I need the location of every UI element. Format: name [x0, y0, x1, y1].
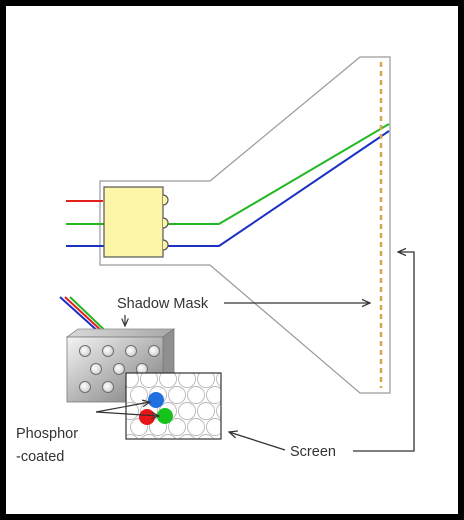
crt-tube-outline	[99, 56, 391, 394]
red-phosphor-dot	[139, 409, 155, 425]
green-phosphor-dot	[157, 408, 173, 424]
phosphor-dot-grid-icon	[125, 372, 222, 440]
screen-arrow	[229, 432, 286, 451]
electron-gun-icon	[103, 186, 169, 258]
phosphor-arrow-blue	[95, 402, 150, 413]
shadow-mask-label: Shadow Mask	[117, 296, 209, 312]
blue-phosphor-dot	[148, 392, 164, 408]
phosphor-label-line2: -coated	[16, 449, 64, 465]
screen-label: Screen	[290, 444, 336, 460]
phosphor-label-line1: Phosphor	[16, 426, 78, 442]
phosphor-arrow-red	[95, 411, 159, 416]
screen-bracket-line	[353, 252, 415, 452]
